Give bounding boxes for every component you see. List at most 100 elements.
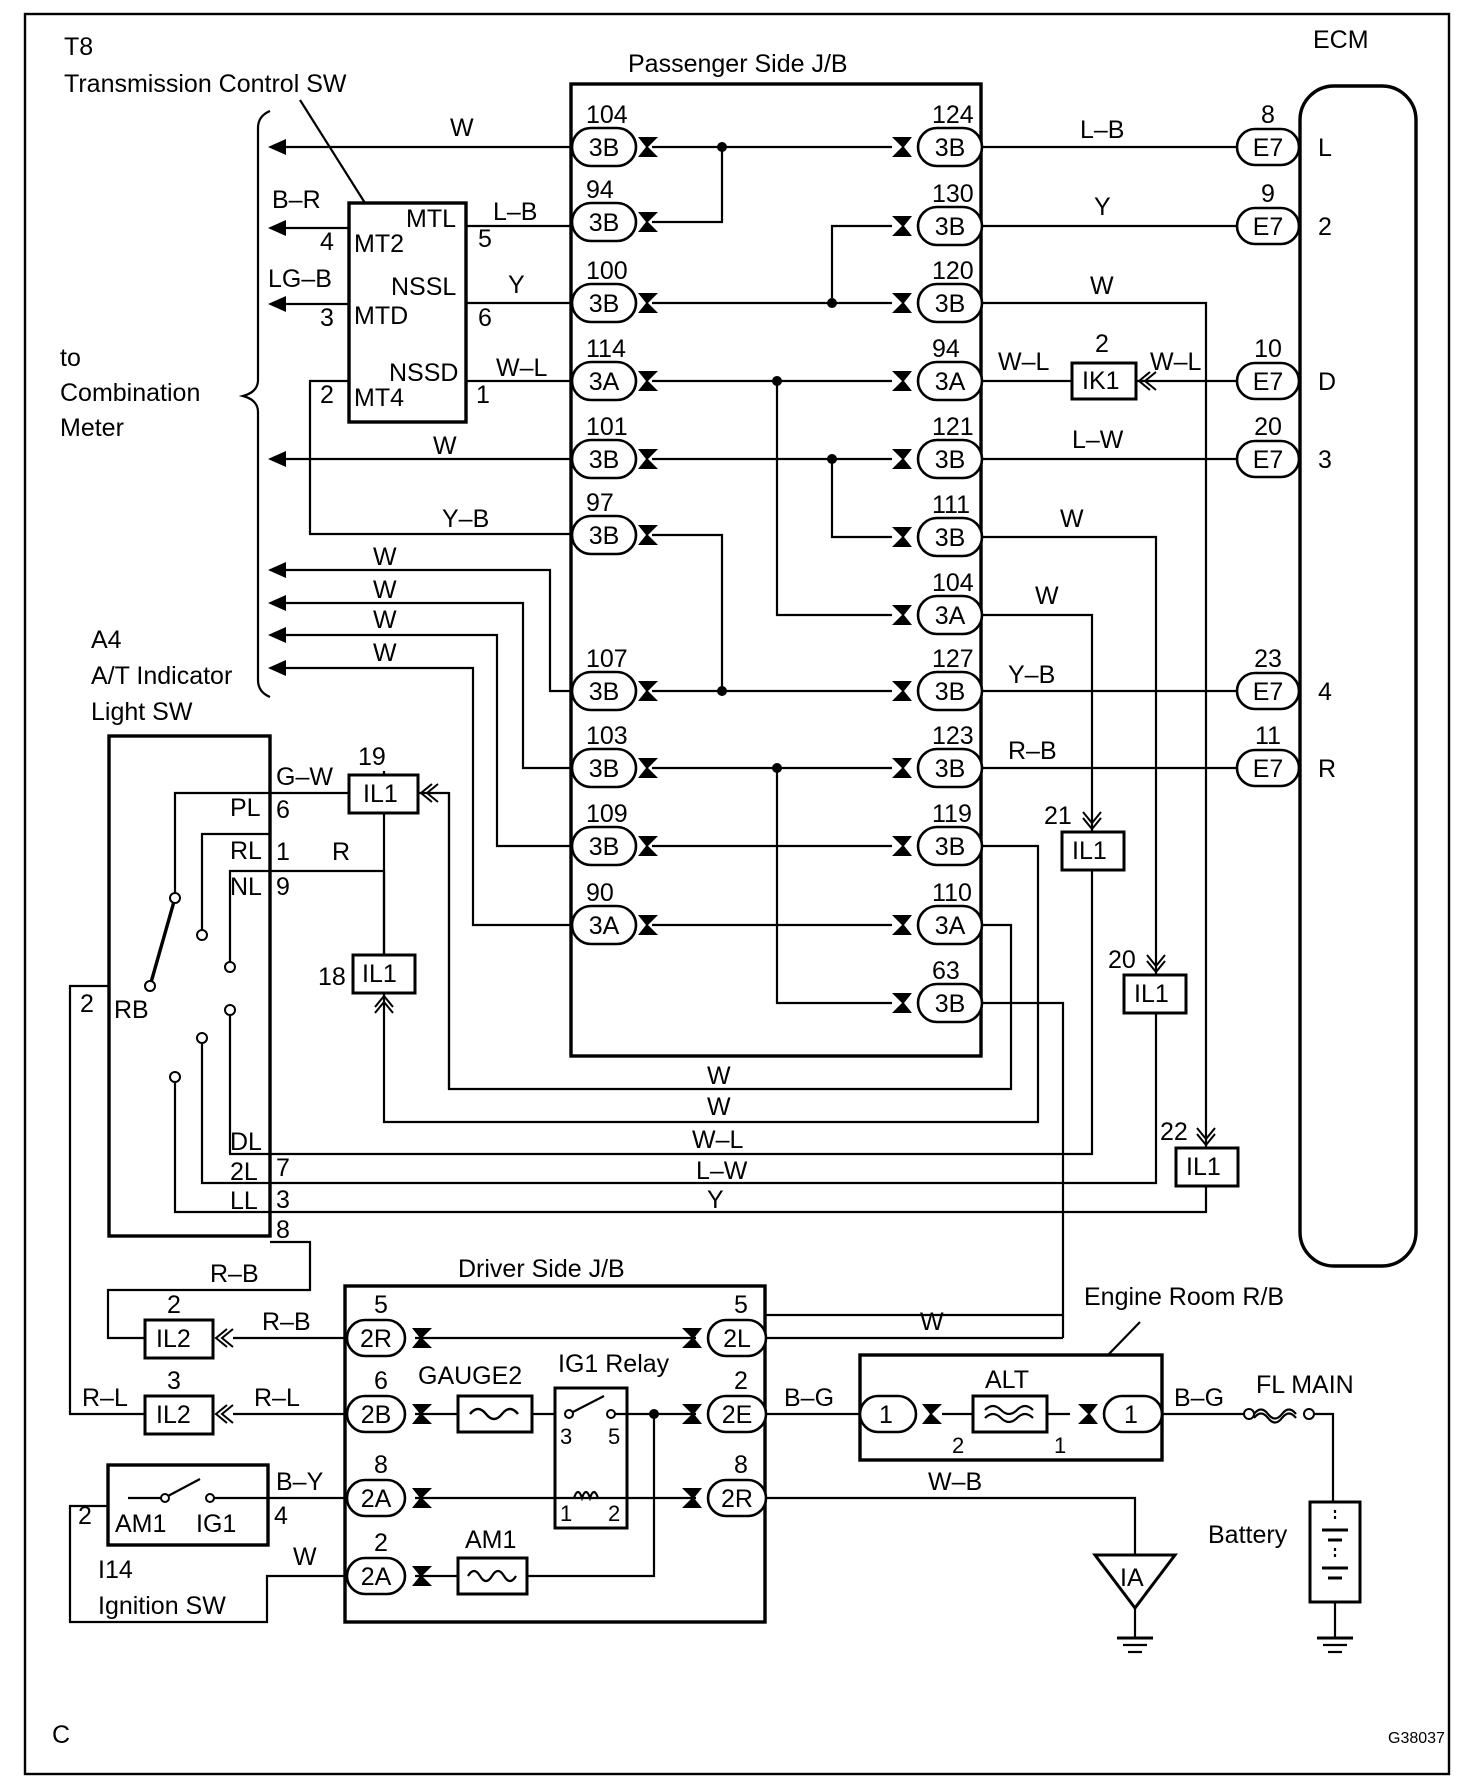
svg-text:110: 110 — [932, 879, 972, 907]
svg-text:NSSL: NSSL — [391, 273, 456, 301]
svg-text:3A: 3A — [589, 912, 620, 940]
pass-left-connectors: 3B1043B943B1003A1143B1013B973B1073B1033B… — [570, 101, 658, 946]
svg-text:W–B: W–B — [928, 1468, 982, 1496]
svg-text:8: 8 — [734, 1451, 748, 1479]
svg-text:R: R — [1318, 755, 1336, 783]
ground-ia: IA — [1091, 1553, 1179, 1654]
svg-text:2L: 2L — [723, 1325, 751, 1353]
svg-text:R–L: R–L — [82, 1384, 128, 1412]
erb-internal: 1 ALT 1 2 1 — [858, 1366, 1164, 1458]
svg-text:1: 1 — [476, 381, 490, 409]
t8-switch-box — [347, 201, 468, 424]
svg-text:L–B: L–B — [1080, 116, 1124, 144]
pass-left-connector: 3B — [570, 747, 638, 789]
svg-text:B–R: B–R — [272, 186, 321, 214]
battery-label: Battery — [1208, 1521, 1288, 1549]
svg-text:20: 20 — [1254, 413, 1282, 441]
pass-right-connector: 3B — [916, 126, 984, 168]
svg-text:8: 8 — [1261, 101, 1275, 129]
ecm-wire-colors: L–B Y W W–L W–L L–W W W Y–B R–B — [998, 116, 1202, 765]
svg-text:IL2: IL2 — [156, 1325, 191, 1353]
ignition-switch-box — [106, 1463, 270, 1547]
svg-text:7: 7 — [276, 1154, 290, 1182]
svg-text:W–L: W–L — [496, 354, 548, 382]
svg-text:101: 101 — [586, 413, 628, 441]
svg-text:IG1: IG1 — [196, 1510, 236, 1538]
i14-code: I14 — [98, 1556, 133, 1584]
svg-text:W: W — [707, 1062, 731, 1090]
ecm-connector: E7 — [1235, 206, 1301, 246]
svg-text:RB: RB — [114, 996, 149, 1024]
pass-right-connector: 3B — [916, 205, 984, 247]
svg-text:NSSD: NSSD — [389, 359, 458, 387]
svg-text:E7: E7 — [1253, 368, 1284, 396]
svg-text:Y: Y — [707, 1186, 724, 1214]
svg-text:W–L: W–L — [692, 1126, 744, 1154]
svg-text:2E: 2E — [722, 1401, 753, 1429]
svg-text:6: 6 — [374, 1367, 388, 1395]
il1-junction-21: IL1 21 — [1044, 802, 1126, 872]
svg-text:W: W — [373, 606, 397, 634]
svg-text:IL1: IL1 — [1072, 837, 1107, 865]
svg-text:3B: 3B — [589, 522, 620, 550]
erb-leader — [1107, 1321, 1141, 1356]
svg-text:RL: RL — [230, 837, 262, 865]
svg-text:W: W — [1090, 272, 1114, 300]
pass-jb-title: Passenger Side J/B — [628, 50, 848, 78]
svg-text:5: 5 — [608, 1424, 620, 1449]
fl-main-fusible-link — [1243, 1408, 1315, 1424]
svg-text:3: 3 — [276, 1186, 290, 1214]
svg-text:2: 2 — [1318, 213, 1332, 241]
svg-text:R–B: R–B — [1008, 737, 1057, 765]
svg-text:IL2: IL2 — [156, 1401, 191, 1429]
a4-wire-colors: G–W R W W W–L L–W Y R–B R–L — [82, 763, 748, 1412]
svg-text:3: 3 — [320, 304, 334, 332]
svg-text:3B: 3B — [935, 678, 966, 706]
il1-junction-20: IL1 20 — [1108, 946, 1188, 1015]
svg-text:R–B: R–B — [262, 1308, 311, 1336]
svg-text:63: 63 — [932, 957, 960, 985]
t8-code: T8 — [64, 33, 93, 61]
pass-right-connectors: 3B1243B1303B1203A943B1213B1113A1043B1273… — [892, 101, 984, 1024]
svg-text:3B: 3B — [935, 134, 966, 162]
pass-right-connector: 3A — [916, 904, 984, 946]
svg-text:3B: 3B — [589, 209, 620, 237]
svg-text:124: 124 — [932, 101, 974, 129]
pass-right-connector: 3B — [916, 747, 984, 789]
a4-external-wiring — [68, 791, 1208, 1416]
svg-text:6: 6 — [276, 796, 290, 824]
svg-text:Y–B: Y–B — [1008, 661, 1055, 689]
svg-text:23: 23 — [1254, 645, 1282, 673]
svg-text:121: 121 — [932, 413, 974, 441]
svg-text:3B: 3B — [589, 134, 620, 162]
ecm-box — [1298, 84, 1418, 1268]
svg-text:W: W — [1035, 582, 1059, 610]
battery-symbol — [1308, 1500, 1362, 1654]
figure-id: G38037 — [1388, 1730, 1445, 1747]
svg-text:3B: 3B — [589, 755, 620, 783]
svg-text:LG–B: LG–B — [268, 265, 332, 293]
svg-text:L–B: L–B — [493, 198, 537, 226]
svg-text:L–W: L–W — [1072, 426, 1124, 454]
pass-right-connector: 3A — [916, 360, 984, 402]
svg-text:3A: 3A — [935, 368, 966, 396]
svg-text:Y–B: Y–B — [442, 505, 489, 533]
t8-leader — [299, 99, 366, 204]
svg-text:2R: 2R — [360, 1325, 392, 1353]
svg-text:W–L: W–L — [1150, 348, 1202, 376]
ecm-connector: E7 — [1235, 748, 1301, 788]
a4-internal-contacts — [144, 791, 270, 1214]
combination-brace — [238, 109, 271, 699]
svg-text:W: W — [373, 576, 397, 604]
svg-text:W: W — [1060, 505, 1084, 533]
drv-right-connector: 2L — [706, 1318, 768, 1358]
pass-left-connector: 3A — [570, 360, 638, 402]
svg-text:2A: 2A — [361, 1563, 392, 1591]
svg-text:11: 11 — [1255, 722, 1281, 750]
svg-text:3B: 3B — [935, 213, 966, 241]
ig1-relay-label: IG1 Relay — [558, 1350, 670, 1378]
svg-text:100: 100 — [586, 257, 628, 285]
combination-wire-colors: W B–R L–B LG–B Y W–L W Y–B W W W W — [268, 114, 548, 667]
svg-text:1: 1 — [276, 838, 290, 866]
pass-right-connector: 3B — [916, 282, 984, 324]
